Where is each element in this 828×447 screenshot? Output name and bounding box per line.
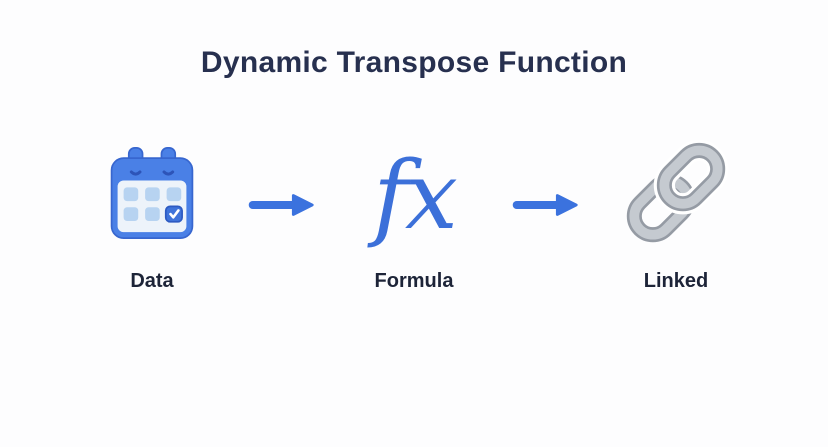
connector-2 [496,191,596,219]
step-formula: fx [332,132,496,254]
step-linked [596,132,756,254]
arrow-right-icon [512,194,578,216]
calendar-icon [110,146,194,240]
step-label-formula: Formula [374,270,454,292]
connector-1 [232,191,332,219]
step-label-linked: Linked [643,270,709,292]
arrow-right-icon [248,194,314,216]
step-label-data: Data [130,270,174,292]
formula-fx-icon: fx [373,142,458,251]
step-data [72,132,232,254]
chain-link-icon [626,140,729,243]
flow-diagram: fx [0,132,828,293]
page-title: Dynamic Transpose Function [200,46,628,79]
